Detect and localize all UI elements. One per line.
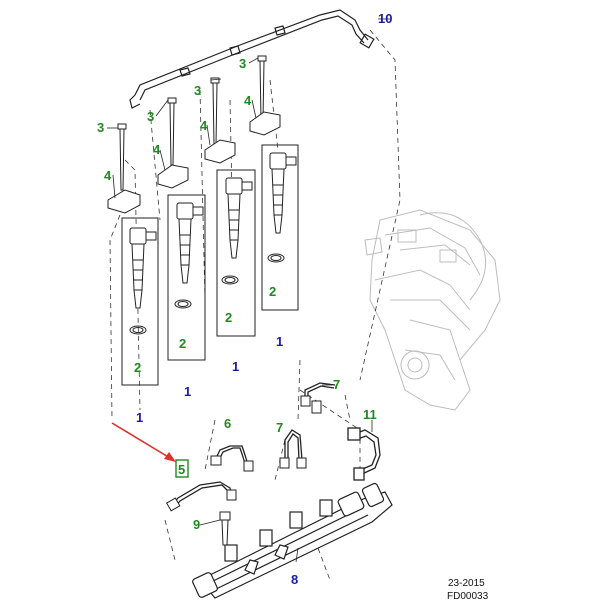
callout-2-b: 2 xyxy=(179,336,186,351)
pipe-7b xyxy=(304,382,336,400)
callout-9: 9 xyxy=(193,517,200,532)
callout-leaders xyxy=(107,18,390,563)
return-pipe-assembly xyxy=(129,9,375,109)
pipe-6 xyxy=(214,445,249,466)
callout-1-d: 1 xyxy=(276,334,283,349)
callout-11: 11 xyxy=(363,407,377,422)
callout-2-d: 2 xyxy=(269,284,276,299)
callout-4-a: 4 xyxy=(104,168,112,183)
pipe-fittings xyxy=(165,395,322,512)
clamp-3 xyxy=(204,139,236,164)
injector-box-3 xyxy=(216,169,256,337)
injector-clamps xyxy=(107,111,281,214)
pipe-7a xyxy=(284,429,303,461)
callout-3-c: 3 xyxy=(194,83,201,98)
injector-box-4 xyxy=(261,144,299,311)
injector-box-1 xyxy=(121,217,159,386)
highlight-box-5 xyxy=(175,459,189,478)
callout-4-c: 4 xyxy=(200,118,208,133)
callouts-blue: 10 1 1 1 1 8 xyxy=(136,11,392,587)
bolt-2 xyxy=(167,97,177,166)
injector-2 xyxy=(174,202,204,309)
injector-1 xyxy=(129,227,157,335)
pressure-sensor-harness xyxy=(347,427,381,481)
bolt-3 xyxy=(210,77,220,146)
clamp-2 xyxy=(157,164,189,189)
callout-1-b: 1 xyxy=(184,384,191,399)
engine-ghost-outline xyxy=(364,209,501,411)
footer-figure-id: FD00033 xyxy=(447,591,489,602)
callout-8: 8 xyxy=(291,572,298,587)
fuel-rail xyxy=(192,482,393,599)
callout-4-b: 4 xyxy=(153,142,161,157)
injector-box-2 xyxy=(167,194,206,361)
callout-1-c: 1 xyxy=(232,359,239,374)
callouts-green: 3 3 3 3 4 4 4 4 2 2 2 2 5 6 7 7 9 11 xyxy=(97,56,377,532)
injector-3 xyxy=(221,177,253,285)
high-pressure-pipes xyxy=(171,382,336,509)
bolt-1 xyxy=(117,123,127,191)
injector-4 xyxy=(267,152,297,263)
callout-5: 5 xyxy=(178,462,185,477)
clamp-4 xyxy=(249,111,281,136)
bolt-4 xyxy=(257,55,267,121)
clamp-1 xyxy=(107,189,141,214)
pipe-5 xyxy=(171,481,233,506)
callout-6: 6 xyxy=(224,416,231,431)
callout-4-d: 4 xyxy=(244,93,252,108)
callout-10: 10 xyxy=(378,11,392,26)
callout-3-d: 3 xyxy=(239,56,246,71)
footer-date-code: 23-2015 xyxy=(448,578,485,589)
callout-7-a: 7 xyxy=(333,377,340,392)
callout-2-c: 2 xyxy=(225,310,232,325)
callout-1-a: 1 xyxy=(136,410,143,425)
rail-bolt xyxy=(219,511,231,546)
callout-7-b: 7 xyxy=(276,420,283,435)
injectors xyxy=(129,152,297,335)
callout-2-a: 2 xyxy=(134,360,141,375)
red-pointer-arrow xyxy=(111,422,176,462)
callout-3-b: 3 xyxy=(147,109,154,124)
injector-boxes xyxy=(121,144,299,386)
callout-3-a: 3 xyxy=(97,120,104,135)
